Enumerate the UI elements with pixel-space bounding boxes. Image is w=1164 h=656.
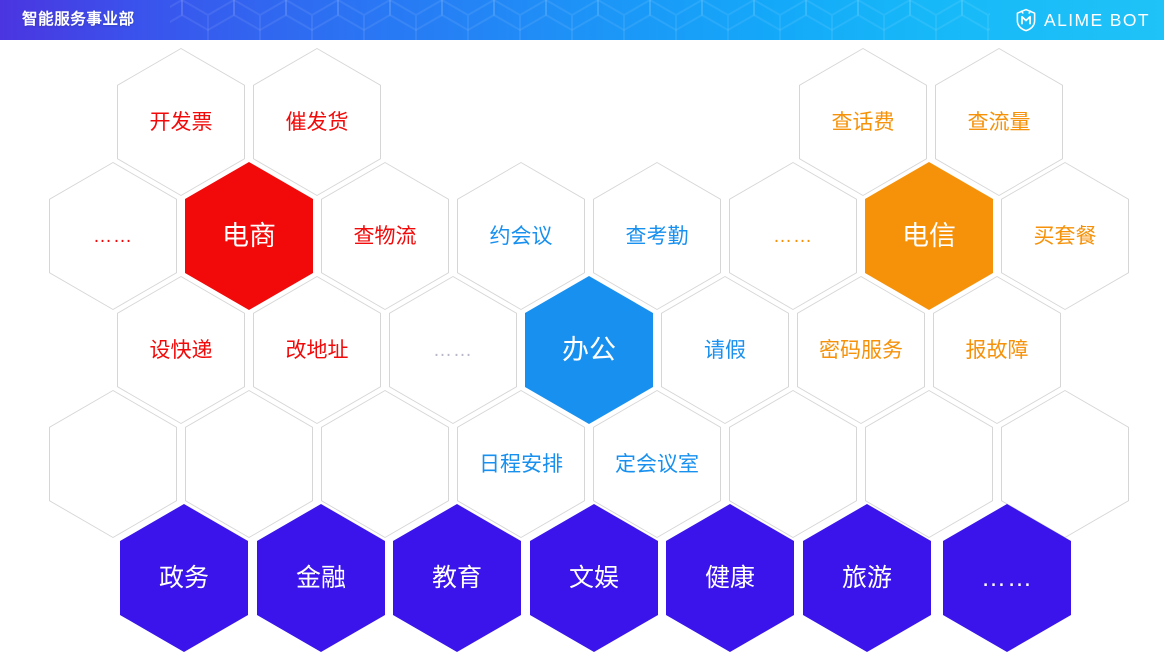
hex-cell-row-5-industries[interactable]: 健康 (666, 504, 794, 652)
hex-cell-fill (50, 391, 176, 537)
hex-cell-row-2[interactable]: 电信 (865, 162, 993, 310)
hex-cell-fill (322, 391, 448, 537)
hex-cell-label: 健康 (704, 563, 755, 592)
hex-cell-row-3[interactable]: 密码服务 (797, 276, 925, 424)
hex-cell-label: 查物流 (353, 224, 417, 248)
hex-cell-empty-row-4[interactable] (729, 390, 857, 538)
hex-cell-fill (798, 277, 924, 423)
page-title: 智能服务事业部 (22, 11, 135, 28)
shield-m-logo-icon (1016, 8, 1036, 32)
hex-cell-row-5-industries[interactable]: 政务 (120, 504, 248, 652)
page-header: 智能服务事业部 ALIME BOT (0, 0, 1164, 40)
hex-cell-row-5-industries[interactable]: 旅游 (803, 504, 931, 652)
hex-cell-fill (254, 277, 380, 423)
hex-cell-fill (390, 277, 516, 423)
hex-cell-label: 约会议 (489, 224, 553, 248)
brand-lockup[interactable]: ALIME BOT (1015, 0, 1150, 40)
hex-cell-label: 请假 (704, 338, 746, 362)
hex-cell-row-1[interactable]: 催发货 (253, 48, 381, 196)
hex-cell-label: 教育 (431, 563, 482, 592)
hex-cell-label: 旅游 (841, 563, 892, 592)
hex-cell-row-5-industries[interactable]: 金融 (257, 504, 385, 652)
hex-cell-label: 催发货 (285, 110, 349, 134)
hex-cell-label: …… (93, 225, 133, 247)
hex-cell-label: 查流量 (967, 110, 1031, 134)
hex-cell-fill (662, 277, 788, 423)
hex-cell-row-2[interactable]: …… (729, 162, 857, 310)
hex-cell-row-3[interactable]: 办公 (525, 276, 653, 424)
hex-cell-label: 电信 (902, 220, 956, 251)
hex-cell-label: 办公 (562, 334, 616, 365)
hex-cell-row-4[interactable]: 定会议室 (593, 390, 721, 538)
hex-cell-label: 设快递 (149, 338, 213, 362)
hex-cell-fill (118, 277, 244, 423)
hex-cell-row-3[interactable]: …… (389, 276, 517, 424)
hex-cell-label: 查考勤 (625, 224, 689, 248)
hex-cell-label: …… (433, 339, 473, 361)
hex-cell-label: 查话费 (831, 110, 895, 134)
hex-cell-row-5-industries[interactable]: 文娱 (530, 504, 658, 652)
hex-cell-label: 日程安排 (479, 452, 563, 476)
hex-cell-row-1[interactable]: 查话费 (799, 48, 927, 196)
hex-cell-label: 金融 (295, 563, 346, 592)
hex-cell-row-2[interactable]: 查考勤 (593, 162, 721, 310)
hex-cell-label: 开发票 (149, 110, 213, 134)
hex-cell-label: 定会议室 (615, 452, 699, 476)
hex-cell-label: …… (981, 563, 1033, 592)
hex-cell-row-3[interactable]: 报故障 (933, 276, 1061, 424)
hex-cell-label: 密码服务 (819, 338, 903, 362)
hex-cell-row-2[interactable]: 电商 (185, 162, 313, 310)
hex-cell-row-3[interactable]: 设快递 (117, 276, 245, 424)
hex-cell-fill (934, 277, 1060, 423)
hex-cell-row-2[interactable]: …… (49, 162, 177, 310)
hex-cell-row-1[interactable]: 开发票 (117, 48, 245, 196)
hex-cell-label: 买套餐 (1033, 224, 1097, 248)
hex-cell-row-2[interactable]: 查物流 (321, 162, 449, 310)
header-hex-pattern (170, 0, 990, 40)
hex-cell-row-2[interactable]: 约会议 (457, 162, 585, 310)
hexagon-grid: 开发票 催发货 查话费 查流量 …… 电商 查物流 约会议 查考勤 …… 电信 买套餐设快递 改地址 ……… (0, 40, 1164, 656)
hex-cell-label: 文娱 (568, 563, 619, 592)
hex-cell-row-3[interactable]: 请假 (661, 276, 789, 424)
hex-cell-label: 电商 (222, 220, 276, 251)
brand-name: ALIME BOT (1044, 9, 1150, 30)
hex-cell-label: 报故障 (965, 338, 1029, 362)
hex-cell-fill (186, 391, 312, 537)
hex-cell-row-5-industries[interactable]: 教育 (393, 504, 521, 652)
hex-cell-row-3[interactable]: 改地址 (253, 276, 381, 424)
hex-cell-label: …… (773, 225, 813, 247)
hex-cell-label: 改地址 (285, 338, 349, 362)
hex-cell-row-1[interactable]: 查流量 (935, 48, 1063, 196)
hex-cell-label: 政务 (158, 563, 209, 592)
hex-cell-row-2[interactable]: 买套餐 (1001, 162, 1129, 310)
hex-cell-row-5-industries[interactable]: …… (943, 504, 1071, 652)
hex-cell-empty-row-4[interactable] (49, 390, 177, 538)
